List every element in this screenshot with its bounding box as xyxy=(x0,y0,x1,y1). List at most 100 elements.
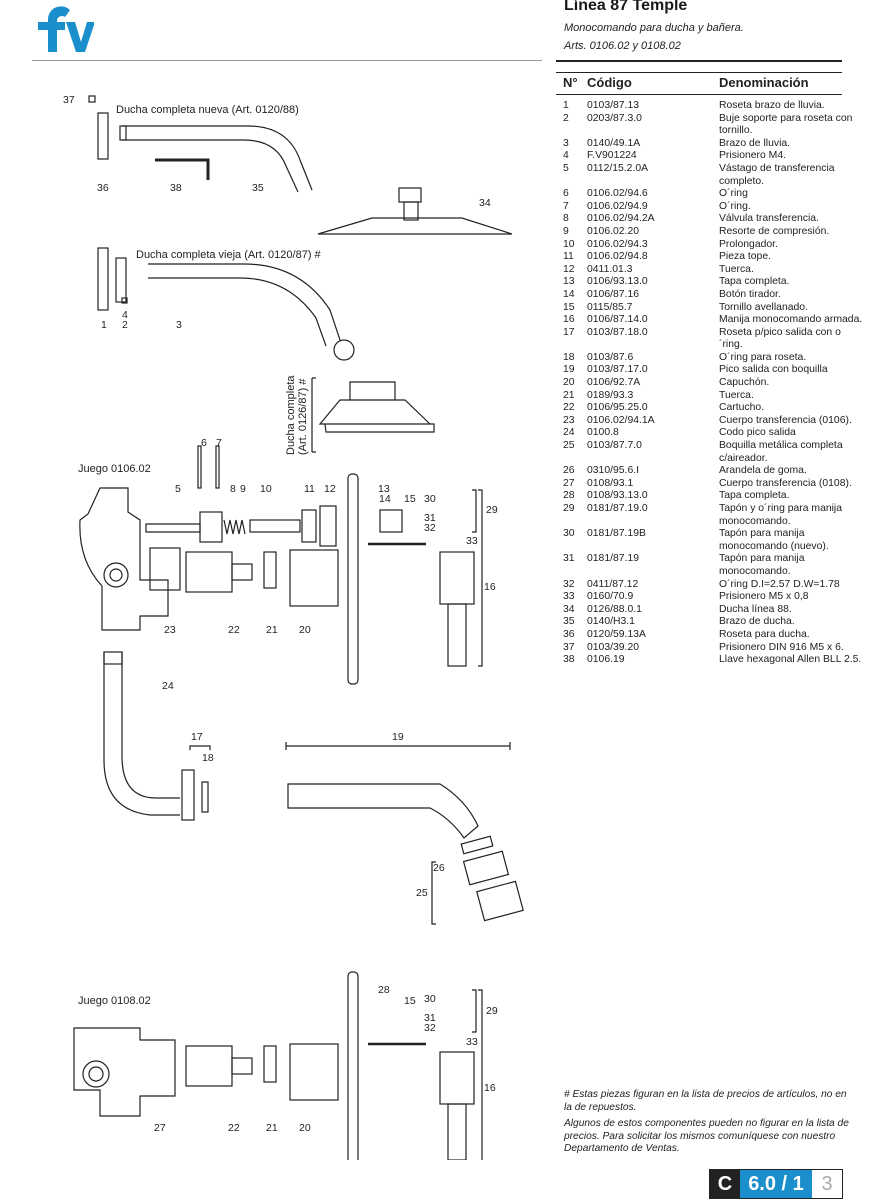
part-9 xyxy=(223,519,246,535)
callout: 12 xyxy=(324,483,336,495)
part-name: O´ring para roseta. xyxy=(719,351,807,363)
part-number: 23 xyxy=(563,414,575,426)
exploded-diagram: Ducha completa nueva (Art. 0120/88) Duch… xyxy=(63,94,524,1160)
part-number: 11 xyxy=(563,251,574,263)
part-code: 0106.02/94.9 xyxy=(587,200,648,212)
part-name: O´ring D.I=2.57 D.W=1.78 xyxy=(719,578,840,590)
part-11 xyxy=(301,509,317,543)
part-name: Manija monocomando armada. xyxy=(719,314,863,326)
callout: 31 xyxy=(424,512,436,524)
callout: 37 xyxy=(63,94,75,106)
part-name: O´ring xyxy=(719,188,748,200)
caption-ducha-vieja: Ducha completa vieja (Art. 0120/87) # xyxy=(136,249,322,261)
part-number: 21 xyxy=(563,389,575,401)
part-19 xyxy=(287,783,479,839)
footnotes: # Estas piezas figuran en la lista de pr… xyxy=(564,1089,854,1160)
section-letter: C xyxy=(710,1170,740,1198)
page-number-box: C 6.0 / 1 3 xyxy=(709,1169,843,1199)
callout: 9 xyxy=(240,483,246,495)
col-code: Código xyxy=(587,75,632,90)
part-number: 20 xyxy=(563,377,575,389)
header-rule xyxy=(556,60,842,62)
callout: 29 xyxy=(486,1005,498,1017)
callout: 24 xyxy=(162,680,174,692)
part-number: 29 xyxy=(563,503,575,514)
part-21 xyxy=(263,551,277,589)
part-code: 0181/87.19B xyxy=(587,528,646,540)
caption-ducha-completa: Ducha completa xyxy=(285,375,297,455)
part-17 xyxy=(181,769,195,821)
caption-juego-0108: Juego 0108.02 xyxy=(78,995,151,1007)
part-number: 8 xyxy=(563,213,569,225)
part-name: Roseta para ducha. xyxy=(719,628,810,640)
part-number: 32 xyxy=(563,578,575,590)
part-number: 10 xyxy=(563,238,575,250)
part-code: 0160/70.9 xyxy=(587,591,634,603)
part-name: Cartucho. xyxy=(719,402,765,414)
part-name: Botón tirador. xyxy=(719,288,781,300)
page-index: 3 xyxy=(812,1170,842,1198)
part-24 xyxy=(103,652,180,816)
caption-ducha-completa-art: (Art. 0126/87) # xyxy=(297,378,309,455)
part-name: O´ring. xyxy=(719,200,751,212)
part-name: Cuerpo transferencia (0108). xyxy=(719,477,852,489)
part-number: 16 xyxy=(563,314,575,326)
callout: 27 xyxy=(154,1122,166,1134)
part-code: 0140/49.1A xyxy=(587,137,641,149)
part-name: Prisionero M5 x 0,8 xyxy=(719,591,809,603)
callout: 34 xyxy=(479,197,491,209)
part-number: 28 xyxy=(563,490,575,502)
part-number: 9 xyxy=(563,225,569,237)
part-number: 2 xyxy=(563,112,569,124)
callout: 30 xyxy=(424,493,436,505)
part-code: 0203/87.3.0 xyxy=(587,112,642,124)
callout: 33 xyxy=(466,1036,478,1048)
ducha-completa-0126 xyxy=(318,381,435,433)
part-name: Boquilla metálica completa c/aireador. xyxy=(719,440,843,464)
part-name: Tuerca. xyxy=(719,389,754,401)
part-25 xyxy=(462,850,510,886)
part-name: Cuerpo transferencia (0106). xyxy=(719,414,852,426)
part-name: Prisionero M4. xyxy=(719,150,786,162)
part-18 xyxy=(201,781,209,813)
part-code: 0106/95.25.0 xyxy=(587,402,648,414)
callout: 33 xyxy=(466,535,478,547)
part-code: 0106.02/94.8 xyxy=(587,251,648,263)
part-number: 22 xyxy=(563,402,575,414)
callout: 11 xyxy=(304,483,315,495)
callout: 3 xyxy=(176,319,182,331)
part-name: Tapón para manija monocomando. xyxy=(719,553,805,577)
callout: 32 xyxy=(424,1022,436,1034)
fv-logo xyxy=(38,6,94,52)
part-number: 26 xyxy=(563,465,575,477)
part-number: 14 xyxy=(563,288,575,300)
part-number: 18 xyxy=(563,351,575,363)
callout: 25 xyxy=(416,887,428,899)
part-21b xyxy=(263,1045,277,1083)
part-34 xyxy=(317,217,513,235)
callout: 20 xyxy=(299,624,311,636)
part-number: 4 xyxy=(563,150,569,162)
page-title: Línea 87 Temple xyxy=(564,0,688,14)
part-name: Llave hexagonal Allen BLL 2.5. xyxy=(719,654,862,666)
part-27 xyxy=(73,1027,176,1117)
part-name: Ducha línea 88. xyxy=(719,603,792,615)
callout: 22 xyxy=(228,1122,240,1134)
callout: 19 xyxy=(392,731,404,743)
table-top-rule xyxy=(556,72,842,73)
part-name: Tapa completa. xyxy=(719,276,790,288)
part-number: 19 xyxy=(563,364,575,376)
